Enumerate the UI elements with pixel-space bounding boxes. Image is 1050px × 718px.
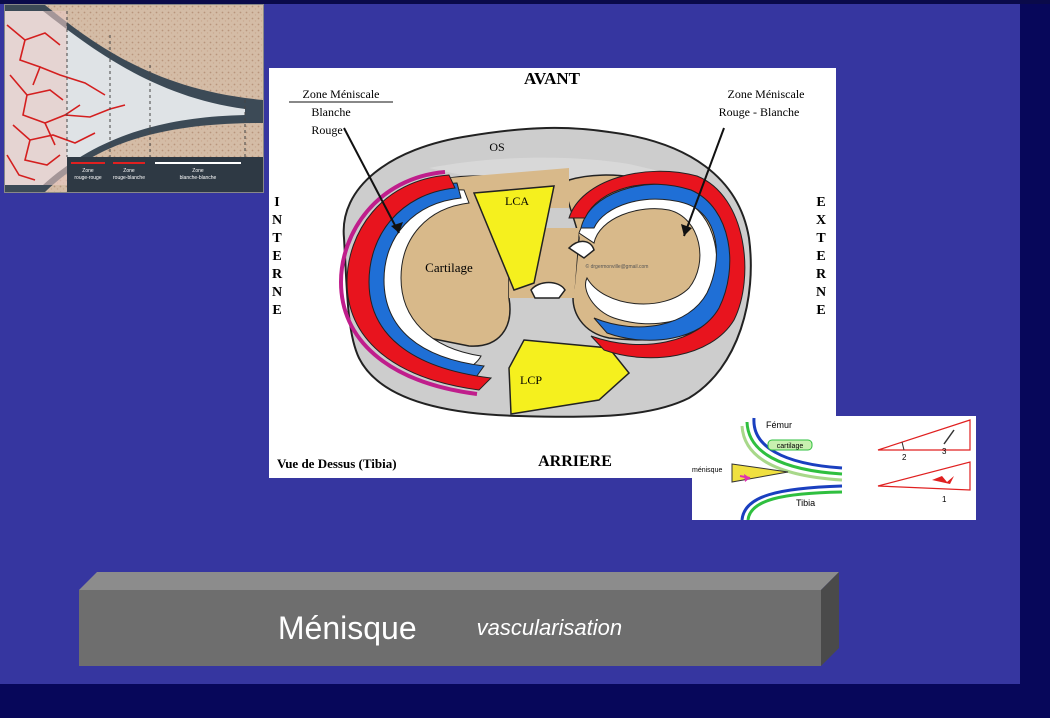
svg-text:T: T	[816, 231, 826, 246]
right-zone-subtitle: Rouge - Blanche	[719, 105, 800, 119]
svg-text:E: E	[816, 249, 825, 264]
tear-number-1: 1	[942, 495, 947, 504]
meniscus-section-svg: cartilage Fémur ménisque Tibia 2 3 1	[692, 416, 976, 520]
menisque-label: ménisque	[692, 467, 722, 474]
os-label: OS	[489, 140, 504, 154]
left-zone-blanche: Blanche	[311, 105, 350, 119]
svg-text:T: T	[272, 231, 282, 246]
tibia-label: Tibia	[796, 498, 815, 508]
cartilage-label: Cartilage	[425, 260, 473, 275]
meniscus-section-illustration: cartilage Fémur ménisque Tibia 2 3 1	[692, 416, 976, 520]
femur-label: Fémur	[766, 420, 792, 430]
zone-rb-label-2: rouge-blanche	[113, 175, 145, 181]
svg-text:E: E	[816, 195, 825, 210]
left-zone-rouge: Rouge	[311, 123, 342, 137]
slide-title: Ménisque	[278, 610, 417, 647]
zone-rb-label-1: Zone	[123, 168, 135, 174]
tear-number-2: 2	[902, 453, 907, 462]
externe-vertical-label: E X T E R N E	[816, 195, 827, 318]
zone-rr-label-2: rouge-rouge	[74, 175, 101, 181]
svg-text:R: R	[816, 267, 827, 282]
right-zone-title: Zone Méniscale	[728, 87, 805, 101]
arriere-label: ARRIERE	[538, 453, 612, 470]
svg-text:I: I	[274, 195, 279, 210]
svg-text:N: N	[272, 285, 282, 300]
tear-number-3: 3	[942, 447, 947, 456]
watermark-text: © drgermonville@gmail.com	[586, 263, 649, 270]
zone-bb-label-2: blanche-blanche	[180, 175, 217, 181]
left-zone-title: Zone Méniscale	[303, 87, 380, 101]
zone-rr-label-1: Zone	[82, 168, 94, 174]
avant-label: AVANT	[524, 69, 581, 88]
lca-label: LCA	[505, 194, 529, 208]
svg-text:E: E	[272, 303, 281, 318]
svg-text:E: E	[272, 249, 281, 264]
cartilage-tag-label: cartilage	[777, 443, 804, 450]
slide-subtitle: vascularisation	[477, 615, 623, 641]
svg-text:N: N	[816, 285, 826, 300]
title-text-row: Ménisque vascularisation	[79, 590, 821, 666]
svg-text:R: R	[272, 267, 283, 282]
zone-bb-label-1: Zone	[192, 168, 204, 174]
vascular-zones-illustration: Zone rouge-rouge Zone rouge-blanche Zone…	[4, 4, 264, 193]
view-label: Vue de Dessus (Tibia)	[277, 456, 397, 471]
lcp-label: LCP	[520, 373, 542, 387]
meniscus-wedge	[732, 464, 788, 482]
svg-text:X: X	[816, 213, 826, 228]
svg-text:N: N	[272, 213, 282, 228]
slide-title-box: Ménisque vascularisation	[79, 572, 839, 666]
interne-vertical-label: I N T E R N E	[272, 195, 283, 318]
tear-diagram-upper	[878, 420, 970, 450]
svg-text:E: E	[816, 303, 825, 318]
vascular-zones-svg: Zone rouge-rouge Zone rouge-blanche Zone…	[5, 5, 263, 192]
tear-diagram-lower	[878, 462, 970, 490]
